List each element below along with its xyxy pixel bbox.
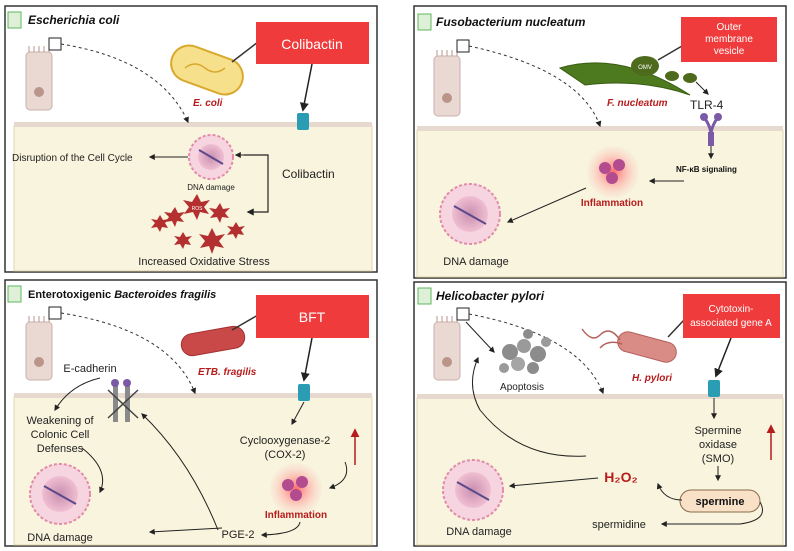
epithelial-cell-icon — [433, 316, 461, 381]
toxin-box — [256, 295, 369, 338]
h2o2-label: H₂O₂ — [604, 469, 637, 485]
panel-ecoli: Escherichia coli E. coli Colibactin — [4, 5, 378, 273]
dna-damage-label: DNA damage — [27, 532, 92, 544]
zoom-box-icon — [456, 307, 470, 321]
dna-damage-cell-icon — [188, 134, 234, 180]
membrane — [14, 393, 372, 398]
zoom-box-icon — [48, 306, 62, 320]
ros-label: ROS — [192, 206, 204, 212]
cox-label-line1: Cyclooxygenase-2 — [240, 435, 331, 447]
dna-damage-cell-icon — [442, 459, 504, 521]
weakening-label-line3: Defenses — [37, 443, 84, 455]
ecoli-bacterium-icon — [170, 44, 244, 96]
bacterium-label: ETB. fragilis — [198, 367, 257, 378]
toxin-box-label: Colibactin — [281, 36, 342, 52]
receptor-label: TLR-4 — [690, 98, 724, 112]
membrane — [417, 394, 783, 399]
toxin-box — [681, 17, 777, 62]
membrane — [417, 126, 783, 131]
signaling-label: NF-κB signaling — [676, 165, 737, 174]
ecadherin-junction-icon — [107, 379, 139, 422]
omv-icon — [631, 56, 659, 76]
inflammation-icon — [270, 463, 322, 515]
inflammation-label: Inflammation — [265, 510, 327, 521]
zoom-box-icon — [48, 37, 62, 51]
apoptosis-cluster-icon — [499, 329, 551, 374]
inflammation-label: Inflammation — [581, 198, 643, 209]
dna-damage-label: DNA damage — [443, 256, 508, 268]
colibactin-label: Colibactin — [282, 167, 335, 181]
zoom-box-icon — [456, 39, 470, 53]
ecadherin-label: E-cadherin — [63, 363, 116, 375]
toxin-box-label: BFT — [299, 309, 326, 325]
dna-damage-label: DNA damage — [446, 526, 511, 538]
omv-small-icon — [665, 71, 679, 81]
toxin-box — [683, 294, 780, 338]
dna-damage-cell-icon — [29, 463, 91, 525]
dna-damage-label: DNA damage — [187, 183, 235, 192]
panel-marker-icon — [417, 13, 432, 31]
spermidine-label: spermidine — [592, 519, 646, 531]
hpylori-bacterium-icon — [581, 328, 677, 363]
toxin-box — [256, 22, 369, 64]
omv-small-icon — [683, 73, 697, 83]
pge-label: PGE-2 — [221, 529, 254, 541]
outcome-oxidative-stress: Increased Oxidative Stress — [138, 256, 270, 268]
smo-label-line1: Spermine — [694, 425, 741, 437]
weakening-label-line2: Colonic Cell — [31, 429, 90, 441]
cox-label-line2: (COX-2) — [265, 449, 306, 461]
epithelial-cell-icon — [25, 46, 53, 111]
panel-marker-icon — [7, 285, 22, 303]
bacterium-label: F. nucleatum — [607, 98, 668, 109]
outcome-cell-cycle: Disruption of the Cell Cycle — [12, 153, 133, 164]
receptor-icon — [297, 113, 309, 130]
omv-label: OMV — [638, 65, 652, 71]
smo-label-line3: (SMO) — [702, 453, 734, 465]
ros-cluster-icon — [151, 194, 245, 254]
receptor-icon — [708, 380, 720, 397]
bacterium-label: E. coli — [193, 98, 223, 109]
tlr4-receptor-icon — [700, 113, 722, 146]
bfragilis-bacterium-icon — [180, 325, 246, 357]
toxin-box-label-line1: Cytotoxin- — [708, 304, 753, 315]
panel-title: Helicobacter pylori — [436, 289, 545, 303]
panel-title: Escherichia coli — [28, 13, 120, 27]
panel-marker-icon — [7, 11, 22, 29]
panel-marker-icon — [417, 287, 432, 305]
spermine-pill — [679, 489, 761, 513]
epithelial-cell-icon — [25, 316, 53, 381]
spermine-label: spermine — [696, 496, 745, 508]
bacterium-label: H. pylori — [632, 373, 672, 384]
dna-damage-cell-icon — [439, 183, 501, 245]
membrane — [14, 122, 372, 127]
apoptosis-label: Apoptosis — [500, 382, 544, 393]
smo-label-line2: oxidase — [699, 439, 737, 451]
panel-bfragilis: Enterotoxigenic Bacteroides fragilis ETB… — [4, 279, 378, 547]
toxin-box-label-line2: associated gene A — [690, 318, 772, 329]
receptor-icon — [298, 384, 310, 401]
weakening-label-line1: Weakening of — [26, 415, 94, 427]
inflammation-icon — [587, 146, 639, 198]
fnucleatum-bacterium-icon — [558, 62, 691, 96]
epithelial-cell-icon — [433, 50, 461, 117]
panel-title: Fusobacterium nucleatum — [436, 15, 586, 29]
panel-hpylori: Helicobacter pylori Apoptosis H. pylori — [413, 281, 787, 547]
panel-title: Enterotoxigenic Bacteroides fragilis — [28, 289, 216, 301]
